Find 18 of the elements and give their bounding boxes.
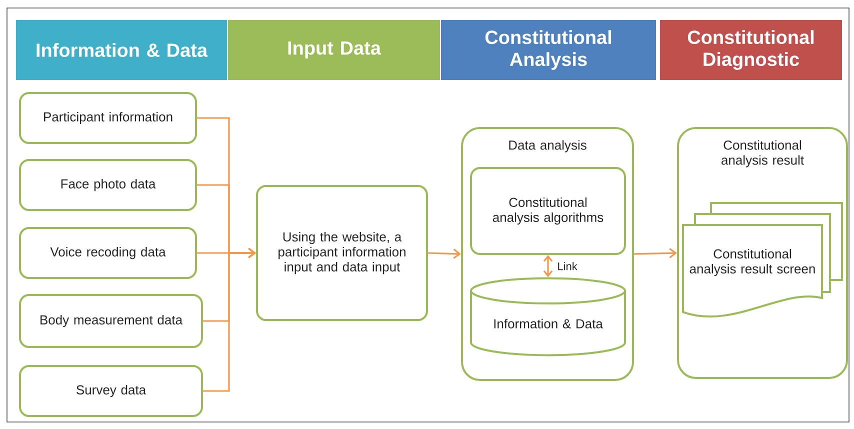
process-box: Participant information: [19, 92, 197, 144]
header-band: Information & Data: [16, 20, 227, 80]
arrow: [203, 248, 256, 392]
process-box: Face photo data: [19, 159, 197, 211]
arrow: [428, 248, 461, 259]
process-box: Using the website, a participant information input and data input: [256, 185, 428, 321]
header-band: Input Data: [228, 20, 440, 80]
header-band: Constitutional Diagnostic: [660, 20, 842, 80]
database-cylinder: Information & Data: [470, 277, 626, 356]
header-band: Constitutional Analysis: [441, 20, 656, 80]
process-box: Survey data: [19, 365, 203, 417]
arrow: [543, 255, 553, 278]
process-box: Voice recoding data: [19, 227, 197, 279]
document-stack: Constitutional analysis result screen: [682, 202, 843, 318]
process-box: Body measurement data: [19, 294, 203, 348]
arrow: [634, 248, 677, 258]
edge-label: Link: [556, 261, 578, 272]
process-box: Constitutional analysis algorithms: [470, 167, 626, 255]
